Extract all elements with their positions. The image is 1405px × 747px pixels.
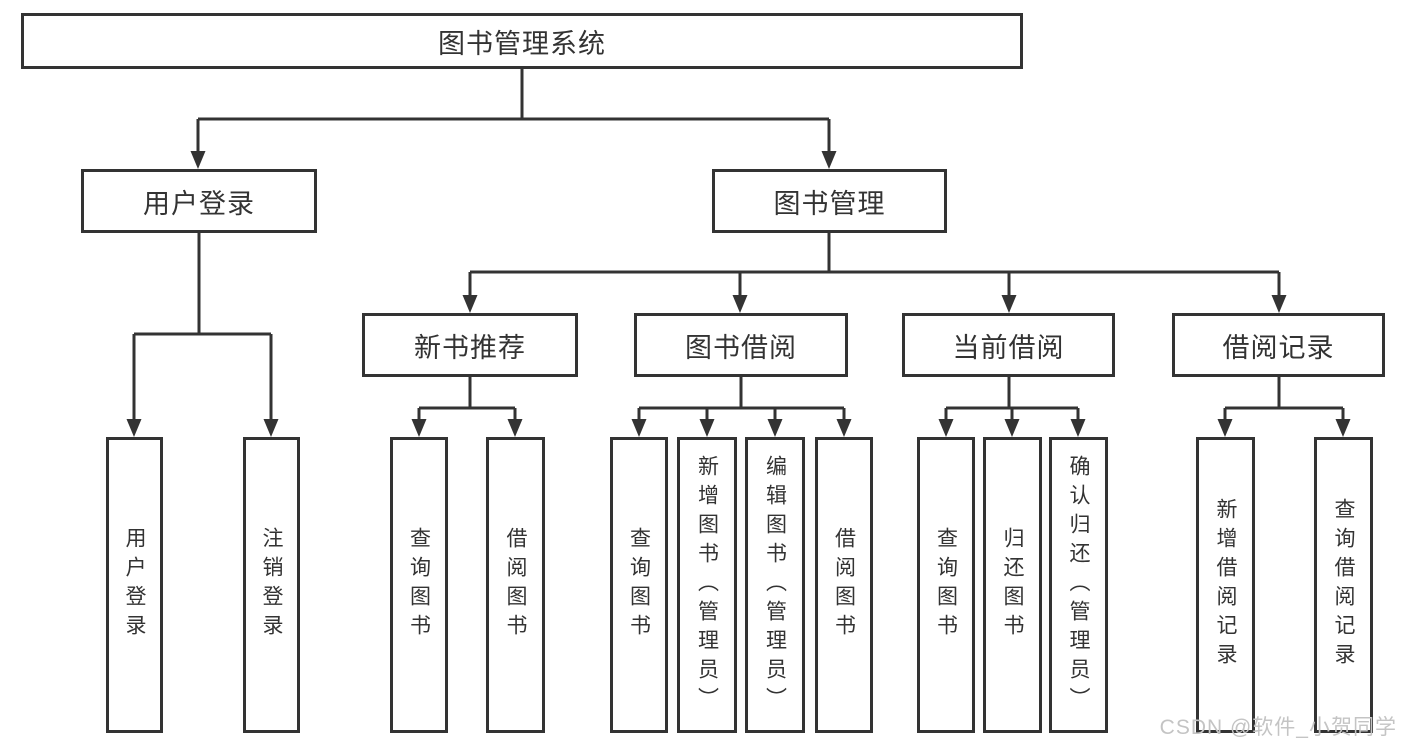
- node-label: 查询借阅记录: [1332, 498, 1356, 672]
- node-leaf-borrow-books-recommend: 借阅图书: [486, 437, 545, 733]
- node-leaf-return-books: 归还图书: [983, 437, 1042, 733]
- node-label: 用户登录: [123, 527, 147, 643]
- node-leaf-search-books-borrowing: 查询图书: [610, 437, 668, 733]
- node-leaf-search-borrow-record: 查询借阅记录: [1314, 437, 1373, 733]
- node-label: 借阅图书: [832, 527, 856, 643]
- csdn-watermark: CSDN @软件_小贺同学: [1159, 716, 1397, 739]
- node-label: 图书管理: [773, 188, 886, 219]
- node-leaf-logout: 注销登录: [243, 437, 300, 733]
- node-label: 借阅记录: [1222, 332, 1335, 363]
- node-label: 归还图书: [1001, 527, 1025, 643]
- node-label: 注销登录: [260, 527, 284, 643]
- node-label: 查询图书: [627, 527, 651, 643]
- node-label: 新增借阅记录: [1214, 498, 1238, 672]
- node-library-management-system: 图书管理系统: [21, 13, 1023, 69]
- node-leaf-confirm-return-admin: 确认归还（管理员）: [1049, 437, 1108, 733]
- node-label: 查询图书: [934, 527, 958, 643]
- node-leaf-search-books-current: 查询图书: [917, 437, 975, 733]
- node-label: 编辑图书（管理员）: [763, 454, 787, 716]
- node-book-borrowing: 图书借阅: [634, 313, 848, 377]
- node-label: 图书借阅: [685, 332, 797, 363]
- node-label: 用户登录: [143, 188, 255, 219]
- node-leaf-user-login: 用户登录: [106, 437, 163, 733]
- node-label: 当前借阅: [952, 332, 1065, 363]
- node-label: 图书管理系统: [438, 28, 606, 59]
- node-user-login: 用户登录: [81, 169, 317, 233]
- node-leaf-add-books-admin: 新增图书（管理员）: [677, 437, 737, 733]
- node-leaf-search-books-recommend: 查询图书: [390, 437, 448, 733]
- node-label: 确认归还（管理员）: [1067, 454, 1091, 716]
- node-new-book-recommendation: 新书推荐: [362, 313, 578, 377]
- node-book-management: 图书管理: [712, 169, 947, 233]
- node-leaf-add-borrow-record: 新增借阅记录: [1196, 437, 1255, 733]
- node-leaf-borrow-books: 借阅图书: [815, 437, 873, 733]
- node-label: 借阅图书: [504, 527, 528, 643]
- node-label: 查询图书: [407, 527, 431, 643]
- node-label: 新书推荐: [414, 332, 526, 363]
- node-current-borrowing: 当前借阅: [902, 313, 1115, 377]
- node-label: 新增图书（管理员）: [695, 454, 719, 716]
- node-leaf-edit-books-admin: 编辑图书（管理员）: [745, 437, 805, 733]
- node-borrowing-records: 借阅记录: [1172, 313, 1385, 377]
